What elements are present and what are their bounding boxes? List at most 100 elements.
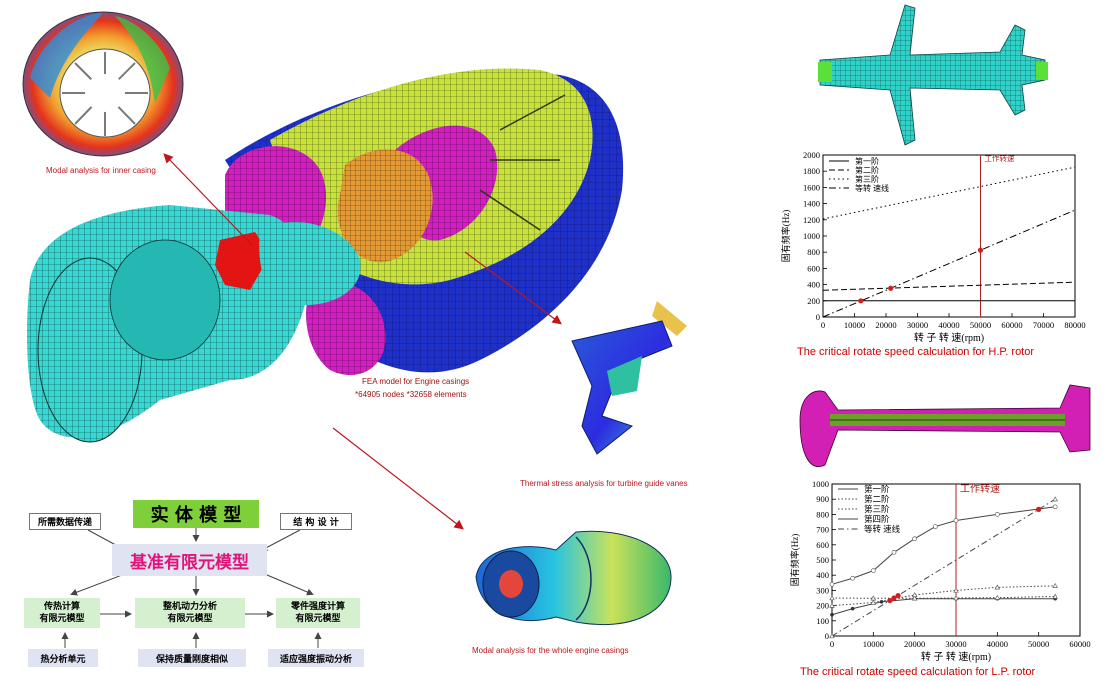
heat-transfer-line1: 传热计算 [43,602,80,612]
series-line-4 [822,209,1076,318]
strength-fem-box: 零件强度计算 有限元模型 [276,598,360,628]
legend-label: 第一阶 [864,484,890,494]
y-tick-label: 1000 [803,231,820,241]
critical-speed-marker [858,298,864,304]
series-point [879,600,884,604]
x-tick-label: 50000 [970,320,991,330]
legend-label: 第二阶 [855,165,879,175]
x-tick-label: 20000 [904,639,925,649]
series-point [1052,504,1058,510]
series-point [829,602,835,608]
legend-label: 第二阶 [864,494,890,504]
y-tick-label: 1200 [803,215,820,225]
legend-label: 等转 速线 [864,524,901,534]
y-tick-label: 700 [816,525,829,535]
y-tick-label: 200 [807,296,820,306]
y-tick-label: 2000 [803,150,820,160]
series-line-1 [831,598,1056,616]
x-tick-label: 60000 [1001,320,1022,330]
x-tick-label: 0 [830,639,834,649]
y-tick-label: 800 [807,247,820,257]
y-tick-label: 0 [825,631,829,641]
structure-design-box: 结 构 设 计 [280,513,352,530]
x-axis-label: 转 子 转 速(rpm) [914,331,984,344]
series-point [953,595,959,601]
series-point [994,584,1001,590]
legend-label: 第三阶 [855,174,879,184]
caption-whole-engine: Modal analysis for the whole engine casi… [472,646,629,655]
whole-engine-modal-image [475,530,672,626]
y-tick-label: 500 [816,555,829,565]
y-tick-label: 1800 [803,166,820,176]
series-point [870,568,876,573]
legend-label: 等转 速线 [855,183,889,193]
series-point [911,595,918,601]
series-point [911,592,918,598]
y-tick-label: 1000 [812,479,829,489]
x-tick-label: 30000 [907,320,928,330]
y-tick-label: 1600 [803,182,820,192]
dynamics-fem-box: 整机动力分析 有限元模型 [135,598,245,628]
y-axis-label: 固有频率(Hz) [789,534,800,587]
legend-label: 第三阶 [864,504,890,514]
legend-label: 第四阶 [864,514,890,524]
series-point [829,581,835,587]
dynamics-line1: 整机动力分析 [162,602,217,612]
critical-speed-marker [977,247,984,253]
solid-model-box: 实 体 模 型 [133,500,259,528]
series-point [891,550,897,555]
strength-line1: 零件强度计算 [290,602,345,612]
fea-engine-casing-model [27,68,624,443]
y-tick-label: 0 [816,312,820,322]
working-speed-label: 工作转速 [960,482,1000,495]
dynamics-line2: 有限元模型 [167,614,213,624]
x-tick-label: 40000 [938,320,959,330]
y-tick-label: 400 [807,280,820,290]
series-point [870,599,877,605]
turbine-guide-vane-image [571,301,687,455]
series-point [850,606,855,611]
required-data-box: 所需数据传递 [29,513,101,530]
series-point [953,518,959,523]
series-point [912,536,918,542]
annotation-arrows [163,153,562,530]
series-point [994,594,1001,600]
critical-speed-marker [888,285,894,291]
caption-hp-rotor: The critical rotate speed calculation fo… [797,346,1035,358]
inner-casing-modal-image [22,11,184,157]
x-tick-label: 80000 [1064,320,1085,330]
caption-fea-line1: FEA model for Engine casings [362,377,470,386]
x-tick-label: 50000 [1028,639,1049,649]
x-tick-label: 40000 [987,639,1008,649]
y-tick-label: 400 [816,570,829,580]
series-line-2 [831,595,1056,599]
x-tick-label: 20000 [875,320,896,330]
legend-label: 第一阶 [855,156,879,166]
caption-fea-line2: *64905 nodes *32658 elements [355,390,467,399]
series-point [932,524,938,529]
y-tick-label: 600 [807,263,820,273]
series-line-5 [831,498,1056,637]
x-tick-label: 0 [821,320,825,330]
y-axis-label: 固有频率(Hz) [780,210,791,263]
working-speed-label: 工作转速 [985,153,1015,163]
y-tick-label: 900 [816,494,829,504]
lp-rotor-model-image [799,384,1091,467]
series-point [829,595,835,601]
series-point [829,633,835,639]
x-tick-label: 70000 [1033,320,1054,330]
series-point [1052,593,1058,599]
critical-speed-marker [1036,506,1042,512]
y-tick-label: 100 [816,616,829,626]
critical-speed-marker [887,597,893,604]
x-tick-label: 30000 [945,639,966,649]
critical-speed-marker [891,595,897,601]
strength-line2: 有限元模型 [295,614,341,624]
x-tick-label: 60000 [1069,639,1090,649]
series-point [953,587,959,593]
series-point [1052,496,1058,502]
mass-stiffness-box: 保持质量刚度相似 [138,649,246,667]
y-tick-label: 600 [816,540,829,550]
series-line-2 [822,281,1076,291]
